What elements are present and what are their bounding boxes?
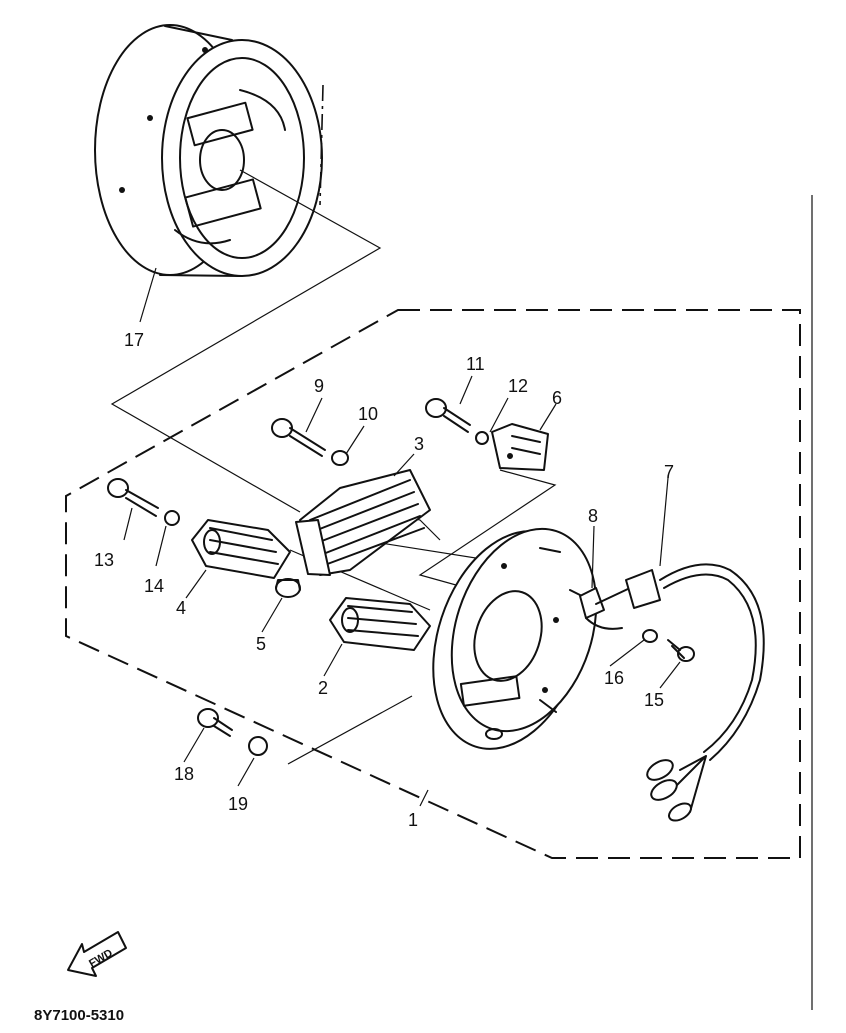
assembly-boundary-dashed xyxy=(65,309,801,859)
screw-11 xyxy=(425,398,471,433)
callout-9: 9 xyxy=(314,376,324,396)
callout-10: 10 xyxy=(358,404,378,424)
stator-base-plate xyxy=(432,527,598,750)
flywheel-rotor xyxy=(94,24,323,277)
callout-8: 8 xyxy=(588,506,598,526)
screw-18 xyxy=(197,708,233,737)
lead-wire-harness xyxy=(595,563,765,822)
drawing-code: 8Y7100-5310 xyxy=(34,1007,124,1024)
callout-7: 7 xyxy=(664,462,674,482)
callout-3: 3 xyxy=(414,434,424,454)
callout-6: 6 xyxy=(552,388,562,408)
coil-large xyxy=(295,469,431,576)
callout-leaders xyxy=(123,267,681,807)
callout-13: 13 xyxy=(94,550,114,570)
coil-2 xyxy=(329,597,431,651)
callout-17: 17 xyxy=(124,330,144,350)
callout-2: 2 xyxy=(318,678,328,698)
screw-13 xyxy=(107,478,159,517)
washer-16 xyxy=(642,629,658,643)
callout-12: 12 xyxy=(508,376,528,396)
screw-15 xyxy=(667,639,695,662)
callout-16: 16 xyxy=(604,668,624,688)
pickup-coil xyxy=(491,423,549,471)
washer-19 xyxy=(248,736,268,756)
washer-14 xyxy=(164,510,180,526)
washer-10 xyxy=(331,450,349,466)
callout-15: 15 xyxy=(644,690,664,710)
collar xyxy=(275,578,301,598)
callout-5: 5 xyxy=(256,634,266,654)
callout-11: 11 xyxy=(466,354,485,374)
callout-19: 19 xyxy=(228,794,248,814)
washer-12 xyxy=(475,431,489,445)
callout-labels: 1 2 3 4 5 6 7 8 9 10 11 12 13 14 15 16 1… xyxy=(94,330,674,830)
callout-4: 4 xyxy=(176,598,186,618)
coil-4 xyxy=(191,519,291,579)
wire-clamp xyxy=(579,587,623,630)
callout-14: 14 xyxy=(144,576,164,596)
callout-18: 18 xyxy=(174,764,194,784)
forward-arrow-icon: FWD xyxy=(67,931,127,977)
callout-1: 1 xyxy=(408,810,418,830)
screw-9 xyxy=(271,418,326,457)
rotor-dashdot-line xyxy=(319,84,324,206)
